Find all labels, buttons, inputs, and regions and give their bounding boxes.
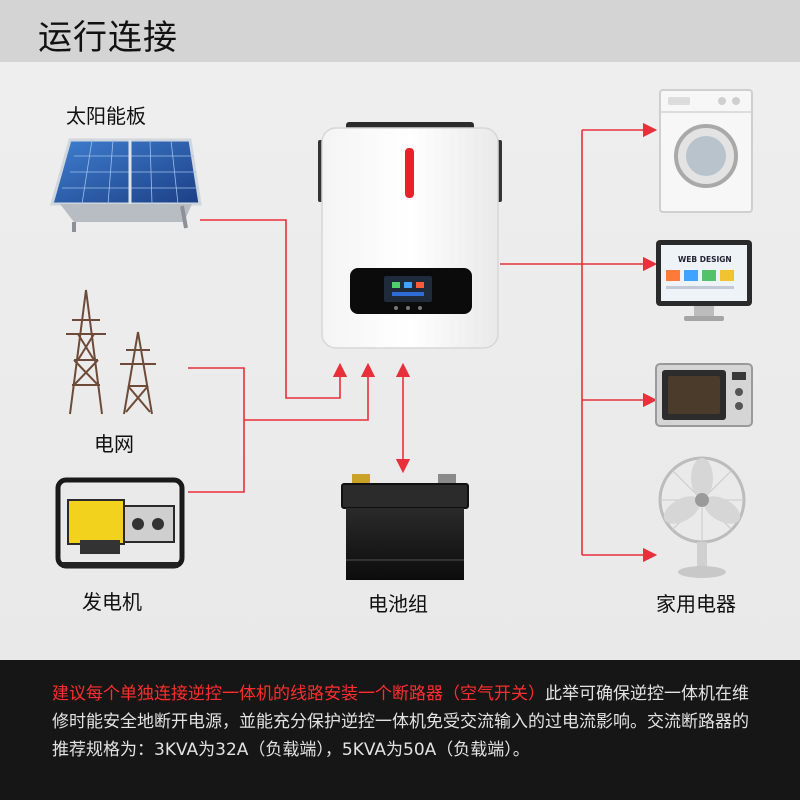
grid-to-inverter-line [244, 362, 376, 421]
monitor-screen-text: WEB DESIGN [678, 255, 732, 264]
label-battery: 电池组 [368, 592, 428, 616]
battery-image [341, 474, 469, 580]
wiring [188, 122, 658, 563]
footer-note: 建议每个单独连接逆控一体机的线路安装一个断路器（空气开关）此举可确保逆控一体机在… [0, 660, 800, 800]
grid-line [188, 367, 245, 493]
power-tower-image [66, 289, 156, 415]
generator-image [55, 477, 185, 569]
label-solar-panel: 太阳能板 [66, 104, 146, 128]
label-home-appliances: 家用电器 [656, 592, 736, 616]
footer-highlight: 建议每个单独连接逆控一体机的线路安装一个断路器（空气开关） [52, 684, 545, 704]
solar-panel-image [50, 138, 202, 232]
washing-machine-image [659, 89, 753, 213]
microwave-image [655, 363, 753, 427]
solar-line [200, 219, 348, 399]
footer-body: 此举可确保逆控一体机在维修时能安全地断开电源，並能充分保护逆控一体机免受交流输入… [52, 684, 749, 760]
footer-text: 建议每个单独连接逆控一体机的线路安装一个断路器（空气开关）此举可确保逆控一体机在… [52, 680, 764, 764]
page-title: 运行连接 [38, 18, 178, 58]
inverter-image [318, 122, 502, 349]
label-grid: 电网 [94, 432, 134, 456]
header-bar: 运行连接 [0, 0, 800, 62]
label-generator: 发电机 [82, 590, 142, 614]
monitor-image: WEB DESIGN [656, 240, 752, 321]
fan-image [658, 456, 746, 578]
